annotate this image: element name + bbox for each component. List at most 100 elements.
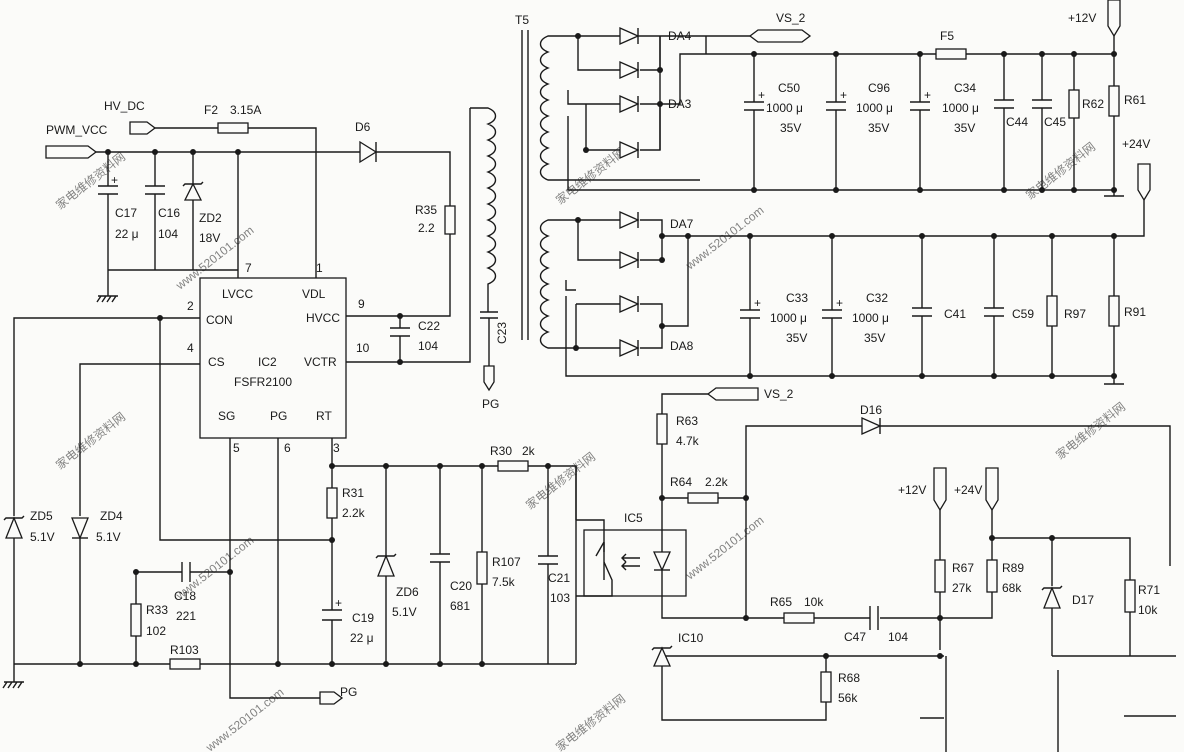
c17-ref: C17 <box>115 206 137 220</box>
resistor-r64 <box>687 492 719 504</box>
capacitor-c18 <box>181 562 191 582</box>
r64-value: 2.2k <box>705 475 729 489</box>
ic2-body <box>199 277 347 439</box>
t5-secondary-lower <box>539 219 562 349</box>
capacitor-c59 <box>984 307 1004 317</box>
t5-secondary-upper <box>539 35 560 181</box>
f5-ref: F5 <box>940 29 954 43</box>
wire <box>749 236 1115 376</box>
zd2-ref: ZD2 <box>199 211 222 225</box>
c19-value: 22 μ <box>350 631 374 645</box>
ic2-pin-num: 3 <box>333 441 340 455</box>
ic2-pin-num: 6 <box>284 441 291 455</box>
da7-ref: DA7 <box>670 217 694 231</box>
r89-value: 68k <box>1002 581 1022 595</box>
capacitor-c47 <box>869 606 880 630</box>
c34-ref: C34 <box>954 81 976 95</box>
ic2-pin-sg: SG <box>218 409 235 423</box>
c50-value: 1000 μ <box>766 101 803 115</box>
capacitor-c19 <box>322 609 342 621</box>
resistor-r67 <box>934 559 946 593</box>
capacitor-c22 <box>390 327 410 337</box>
r35-value: 2.2 <box>418 221 435 235</box>
da8-ref: DA8 <box>670 339 694 353</box>
r91-ref: R91 <box>1124 305 1146 319</box>
capacitor-c16 <box>145 185 165 195</box>
wire <box>753 54 1075 190</box>
watermark-text: 家电维修资料网 <box>1023 139 1098 203</box>
pwm-vcc-connector <box>45 145 98 159</box>
capacitor-c50 <box>744 101 764 111</box>
r63-ref: R63 <box>676 414 698 428</box>
wire <box>659 35 1115 190</box>
c41-ref: C41 <box>944 307 966 321</box>
c34-value: 1000 μ <box>942 101 979 115</box>
capacitor-c33 <box>740 309 760 319</box>
r63-value: 4.7k <box>676 434 700 448</box>
zener-zd5 <box>3 515 25 539</box>
zd5-value: 5.1V <box>30 530 55 544</box>
diode-da4-b <box>619 60 640 80</box>
c96-ref: C96 <box>868 81 890 95</box>
watermark-url: www.520101.com <box>202 685 286 752</box>
ic2-pin-hvcc: HVCC <box>306 311 340 325</box>
c47-ref: C47 <box>844 630 866 644</box>
r30-ref: R30 <box>490 444 512 458</box>
resistor-r68 <box>820 671 832 703</box>
ic5-phototransistor <box>575 466 613 597</box>
c16-value: 104 <box>158 227 178 241</box>
resistor-r97 <box>1046 295 1058 327</box>
capacitor-c45 <box>1032 99 1052 109</box>
r65-value: 10k <box>804 595 824 609</box>
diode-da7-b <box>619 250 640 270</box>
ic2-pin-num: 5 <box>233 441 240 455</box>
regulator-ic10 <box>651 645 673 667</box>
ground-icon <box>2 664 24 689</box>
c47-value: 104 <box>888 630 908 644</box>
c23-ref: C23 <box>495 322 509 344</box>
ic2-pin-con: CON <box>206 313 233 327</box>
capacitor-c34 <box>910 101 930 111</box>
resistor-r31 <box>326 487 338 519</box>
c18-ref: C18 <box>174 589 196 603</box>
svg-text:+: + <box>924 88 931 102</box>
capacitor-c96 <box>826 101 846 111</box>
resistor-r63 <box>656 413 668 445</box>
r31-value: 2.2k <box>342 506 366 520</box>
r62-ref: R62 <box>1082 97 1104 111</box>
d16-ref: D16 <box>860 403 882 417</box>
diode-da3-a <box>619 94 640 114</box>
wire <box>96 151 451 317</box>
c59-ref: C59 <box>1012 307 1034 321</box>
c33-value: 1000 μ <box>770 311 807 325</box>
ic2-part: FSFR2100 <box>234 375 292 389</box>
ic2-pin-num: 1 <box>316 261 323 275</box>
svg-text:+: + <box>754 296 761 310</box>
c96-voltage: 35V <box>868 121 889 135</box>
wire <box>1114 200 1145 237</box>
ic2-pin-lvcc: LVCC <box>222 287 253 301</box>
r97-ref: R97 <box>1064 307 1086 321</box>
diode-d16 <box>861 416 882 436</box>
p24v-fb-label: +24V <box>954 483 982 497</box>
c44-ref: C44 <box>1006 115 1028 129</box>
watermark-text: 家电维修资料网 <box>1053 399 1128 463</box>
r71-ref: R71 <box>1138 583 1160 597</box>
vs2-top-label: VS_2 <box>776 11 806 25</box>
resistor-r61 <box>1108 85 1120 117</box>
r35-ref: R35 <box>415 203 437 217</box>
r33-value: 102 <box>146 624 166 638</box>
resistor-r89 <box>986 559 998 593</box>
r68-ref: R68 <box>838 671 860 685</box>
c22-ref: C22 <box>418 319 440 333</box>
resistor-r35 <box>444 205 456 235</box>
ic5-ref: IC5 <box>624 511 643 525</box>
c50-ref: C50 <box>778 81 800 95</box>
t5-primary-winding <box>470 107 497 312</box>
c20-ref: C20 <box>450 579 472 593</box>
watermark-url: www.520101.com <box>682 203 766 273</box>
ic2-pin-rt: RT <box>316 409 332 423</box>
f2-value: 3.15A <box>230 103 261 117</box>
c32-value: 1000 μ <box>852 311 889 325</box>
